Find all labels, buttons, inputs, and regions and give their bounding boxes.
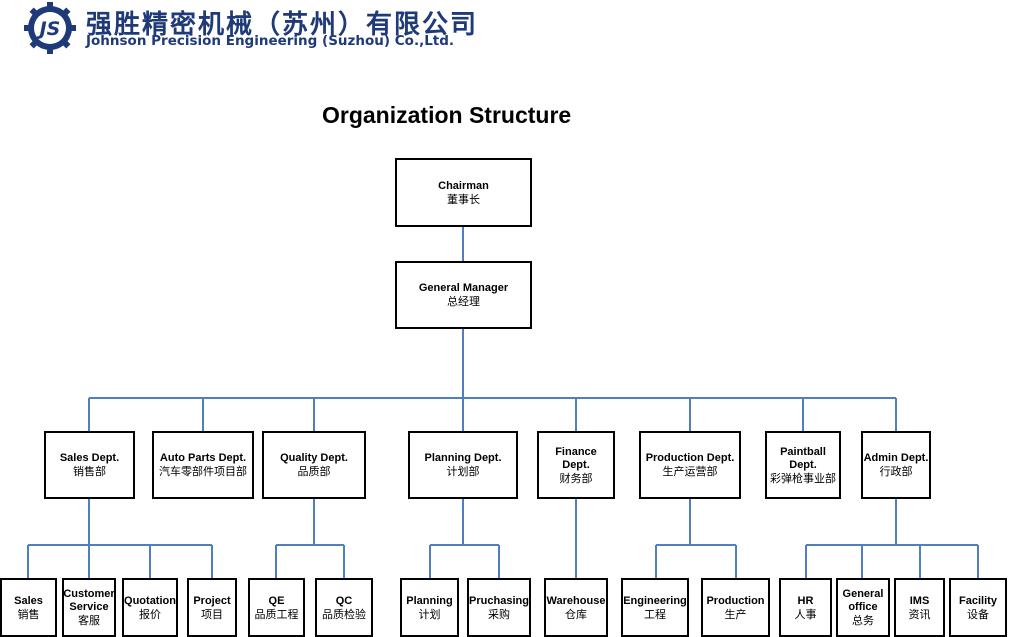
- box-label-cn: 董事长: [447, 192, 480, 206]
- org-box-engineering: Engineering 工程: [621, 578, 689, 637]
- org-box-hr: HR 人事: [779, 578, 832, 637]
- box-label-en: Production Dept.: [645, 452, 735, 464]
- org-box-auto-parts-dept: Auto Parts Dept. 汽车零部件项目部: [152, 431, 254, 499]
- box-label-cn: 销售部: [73, 465, 106, 478]
- box-label-cn: 采购: [488, 607, 510, 621]
- company-name-english: Johnson Precision Engineering (Suzhou) C…: [86, 33, 455, 49]
- box-label-en: Admin Dept.: [863, 452, 929, 464]
- org-box-planning: Planning 计划: [400, 578, 459, 637]
- org-box-project: Project 项目: [187, 578, 237, 637]
- box-label-cn: 彩弹枪事业部: [770, 471, 836, 485]
- org-box-planning-dept: Planning Dept. 计划部: [408, 431, 518, 499]
- box-label-en: Sales Dept.: [59, 452, 120, 464]
- box-label-en: Paintball Dept.: [780, 445, 826, 471]
- company-name-chinese: 强胜精密机械（苏州）有限公司: [86, 10, 479, 40]
- box-label-cn: 客服: [78, 614, 100, 627]
- box-label-en: Project: [193, 594, 231, 607]
- box-label-en: QE: [268, 594, 285, 607]
- org-box-ims: IMS 资讯: [894, 578, 945, 637]
- box-label-cn: 报价: [139, 607, 161, 621]
- box-label-cn: 行政部: [879, 465, 913, 478]
- org-box-quality-dept: Quality Dept. 品质部: [262, 431, 366, 499]
- box-label-en: IMS: [909, 594, 930, 607]
- box-label-cn: 人事: [794, 607, 817, 621]
- box-label-cn: 设备: [967, 607, 989, 621]
- box-label-cn: 品质部: [297, 465, 331, 478]
- box-label-en: Facility: [959, 594, 997, 607]
- org-box-finance-dept: Finance Dept. 财务部: [537, 431, 615, 499]
- box-label-en: QC: [335, 594, 353, 607]
- org-box-sales-dept: Sales Dept. 销售部: [44, 431, 135, 499]
- box-label-en: Engineering: [623, 594, 687, 607]
- org-box-admin-dept: Admin Dept. 行政部: [861, 431, 931, 499]
- company-logo-icon: JS: [24, 2, 76, 54]
- org-box-production: Production 生产: [701, 578, 770, 637]
- org-box-customer-service: Customer Service 客服: [62, 578, 116, 637]
- box-label-en: Planning Dept.: [424, 452, 502, 464]
- page-title: Organization Structure: [322, 102, 572, 128]
- org-box-paintball-dept: Paintball Dept. 彩弹枪事业部: [765, 431, 841, 499]
- svg-text:JS: JS: [36, 18, 61, 40]
- box-label-en: Quality Dept.: [280, 452, 348, 464]
- box-label-en: Warehouse: [546, 594, 606, 607]
- box-label-en: Auto Parts Dept.: [159, 452, 247, 464]
- org-box-qc: QC 品质检验: [315, 578, 373, 637]
- box-label-cn: 资讯: [908, 607, 931, 621]
- org-box-qe: QE 品质工程: [248, 578, 305, 637]
- org-box-facility: Facility 设备: [949, 578, 1007, 637]
- box-label-cn: 总经理: [447, 295, 480, 308]
- box-label-en: General office: [842, 588, 884, 613]
- box-label-cn: 计划部: [446, 465, 480, 478]
- box-label-cn: 汽车零部件项目部: [159, 465, 247, 478]
- box-label-en: Production: [706, 594, 765, 607]
- box-label-cn: 生产: [724, 607, 747, 621]
- org-box-general-office: General office 总务: [836, 578, 890, 637]
- box-label-en: Chairman: [438, 179, 489, 192]
- box-label-cn: 工程: [644, 607, 666, 621]
- box-label-en: Finance Dept.: [555, 445, 597, 471]
- box-label-en: General Manager: [418, 282, 509, 294]
- box-label-cn: 仓库: [565, 607, 587, 621]
- org-box-sales: Sales 销售: [0, 578, 57, 637]
- box-label-en: Sales: [14, 594, 43, 607]
- box-label-cn: 生产运营部: [662, 465, 718, 478]
- box-label-cn: 计划: [418, 607, 441, 621]
- box-label-cn: 品质工程: [254, 607, 299, 621]
- box-label-en: Planning: [406, 594, 453, 607]
- org-box-pruchasing: Pruchasing 采购: [467, 578, 531, 637]
- box-label-en: Customer Service: [63, 588, 115, 613]
- box-label-en: HR: [797, 594, 814, 607]
- box-label-en: Pruchasing: [469, 594, 529, 607]
- box-label-cn: 总务: [852, 614, 874, 627]
- box-label-en: Quotation: [124, 594, 176, 607]
- box-label-cn: 销售: [17, 607, 40, 621]
- org-box-production-dept: Production Dept. 生产运营部: [639, 431, 741, 499]
- org-box-chairman: Chairman 董事长: [395, 158, 532, 227]
- org-box-general-manager: General Manager 总经理: [395, 261, 532, 329]
- org-box-quotation: Quotation 报价: [122, 578, 178, 637]
- box-label-cn: 项目: [201, 607, 223, 621]
- box-label-cn: 财务部: [559, 471, 593, 485]
- box-label-cn: 品质检验: [322, 607, 366, 621]
- org-box-warehouse: Warehouse 仓库: [544, 578, 608, 637]
